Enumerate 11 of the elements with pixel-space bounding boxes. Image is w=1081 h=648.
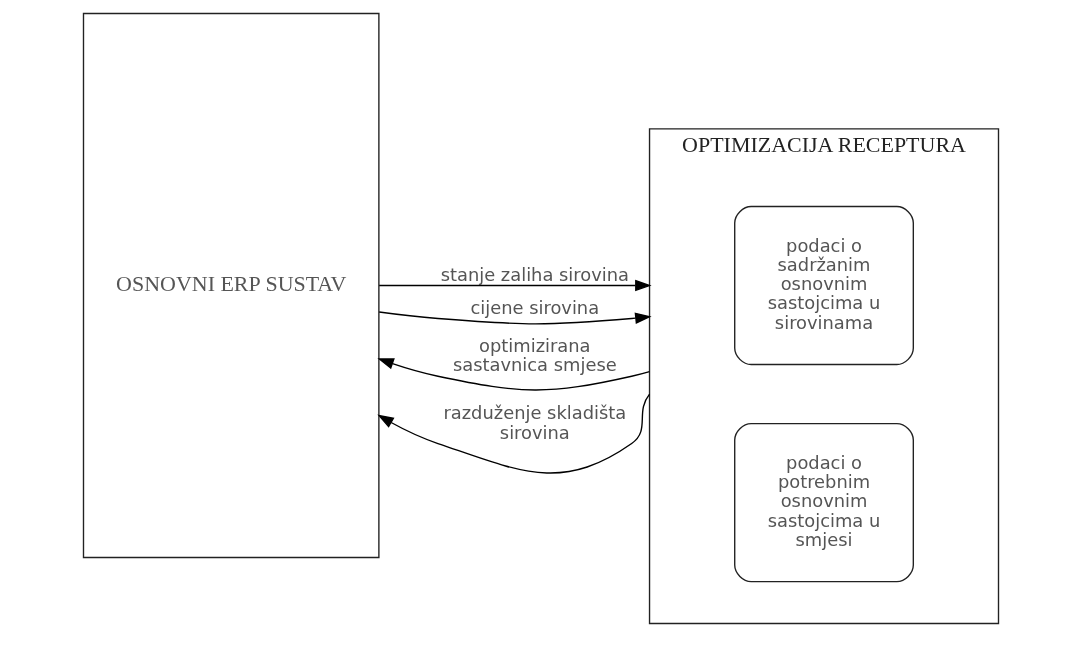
edge-label: razduženje skladišta sirovina [442,402,626,443]
node-box: podaci o sadržanim osnovnim sastojcima u sirovinama [733,205,914,366]
arrow [378,279,652,292]
edge-label: cijene sirovina [469,296,599,318]
node-box: OSNOVNI ERP SUSTAV [82,12,380,559]
edge-label: optimizirana sastavnica smjese [452,335,617,376]
arrow [376,358,650,391]
arrow [376,393,650,474]
arrow [378,311,652,325]
node-box: podaci o potrebnim osnovnim sastojcima u smjesi [733,422,914,583]
edge-label: stanje zaliha sirovina [440,263,629,285]
